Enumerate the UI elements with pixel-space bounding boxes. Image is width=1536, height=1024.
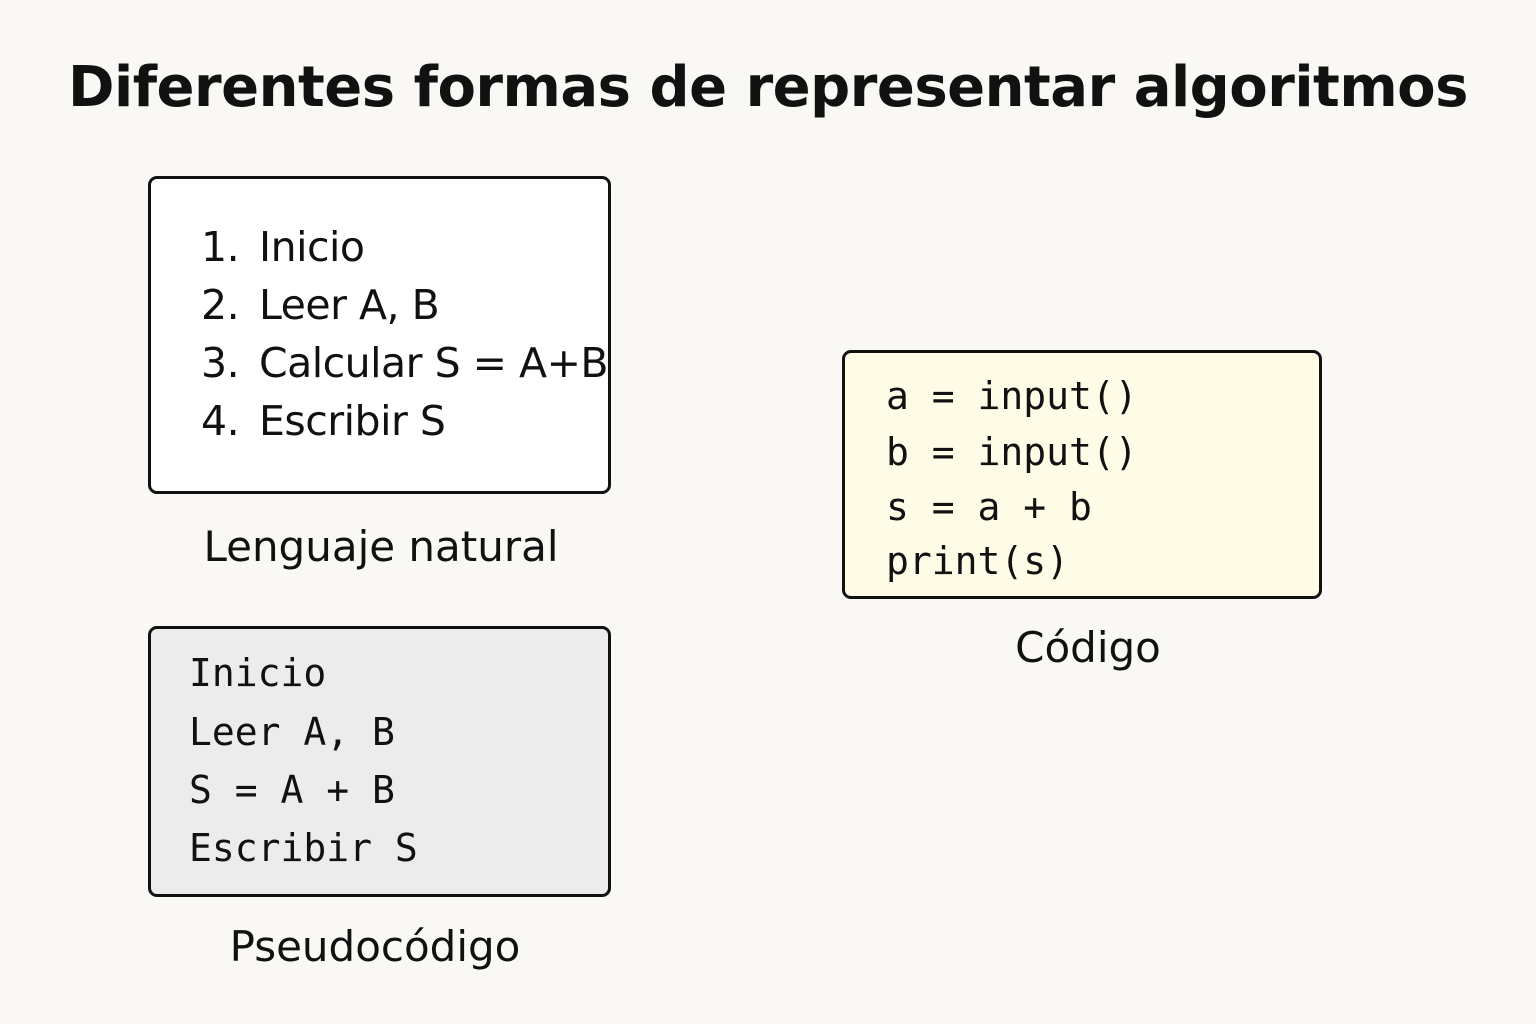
step-text: Escribir S bbox=[259, 397, 446, 445]
code-line: s = a + b bbox=[886, 485, 1092, 529]
natural-language-label: Lenguaje natural bbox=[203, 522, 559, 571]
pseudo-line: Escribir S bbox=[189, 826, 418, 870]
pseudo-line: Inicio bbox=[189, 651, 327, 695]
step-text: Inicio bbox=[259, 223, 365, 271]
page-title: Diferentes formas de representar algorit… bbox=[68, 55, 1468, 120]
step-4: 4. Escribir S bbox=[201, 397, 446, 445]
code-label: Código bbox=[1015, 623, 1161, 672]
step-number: 4. bbox=[201, 397, 240, 445]
code-line: print(s) bbox=[886, 539, 1070, 583]
step-number: 2. bbox=[201, 281, 240, 329]
code-line: a = input() bbox=[886, 374, 1138, 418]
step-number: 1. bbox=[201, 223, 240, 271]
step-1: 1. Inicio bbox=[201, 223, 365, 271]
step-text: Leer A, B bbox=[259, 281, 440, 329]
step-text: Calcular S = A+B bbox=[259, 339, 609, 387]
pseudocode-label: Pseudocódigo bbox=[229, 922, 521, 971]
step-3: 3. Calcular S = A+B bbox=[201, 339, 609, 387]
pseudo-line: S = A + B bbox=[189, 768, 395, 812]
natural-language-box: 1.Inicio 2.Leer A, B 3.Calcular S = A+B … bbox=[148, 176, 611, 494]
pseudocode-box: Inicio Leer A, B S = A + B Escribir S bbox=[148, 626, 611, 897]
step-number: 3. bbox=[201, 339, 240, 387]
code-box: a = input() b = input() s = a + b print(… bbox=[842, 350, 1322, 599]
pseudo-line: Leer A, B bbox=[189, 710, 395, 754]
code-line: b = input() bbox=[886, 430, 1138, 474]
step-2: 2. Leer A, B bbox=[201, 281, 440, 329]
